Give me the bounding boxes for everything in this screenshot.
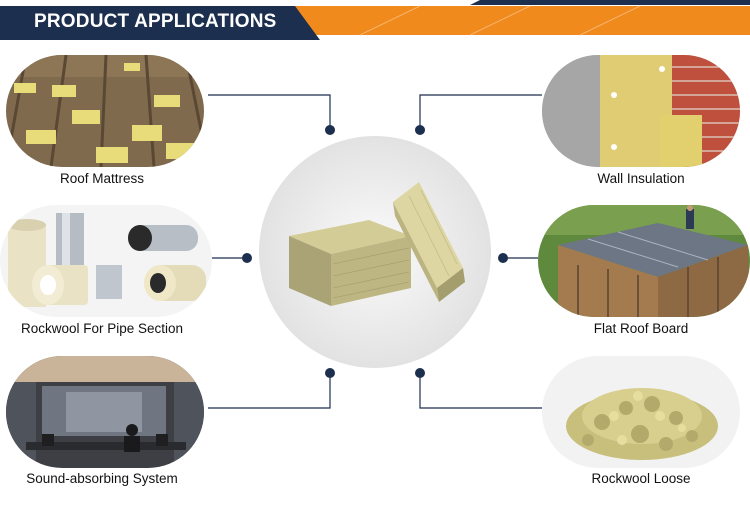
label-roof-mattress: Roof Mattress	[59, 171, 145, 186]
flat-roof-board-image	[538, 205, 750, 317]
rockwool-loose-image	[542, 356, 740, 468]
center-product-image	[259, 136, 491, 368]
pipe-section-image	[0, 205, 212, 317]
page-title: PRODUCT APPLICATIONS	[34, 11, 277, 32]
wall-insulation-image	[542, 55, 740, 167]
roof-mattress-image	[6, 55, 204, 167]
connector-dot	[498, 253, 508, 263]
connector-dot	[242, 253, 252, 263]
label-sound-absorbing: Sound-absorbing System	[26, 471, 178, 486]
label-rockwool-loose: Rockwool Loose	[591, 471, 691, 486]
connector-dot	[415, 125, 425, 135]
connector-dot	[325, 368, 335, 378]
label-wall-insulation: Wall Insulation	[597, 171, 685, 186]
connector-dot	[325, 125, 335, 135]
banner-graphic	[0, 0, 750, 40]
header-banner: PRODUCT APPLICATIONS	[0, 0, 750, 40]
label-flat-roof-board: Flat Roof Board	[593, 321, 689, 336]
sound-absorbing-image	[6, 356, 204, 468]
label-pipe-section: Rockwool For Pipe Section	[20, 321, 184, 336]
connector-dot	[415, 368, 425, 378]
